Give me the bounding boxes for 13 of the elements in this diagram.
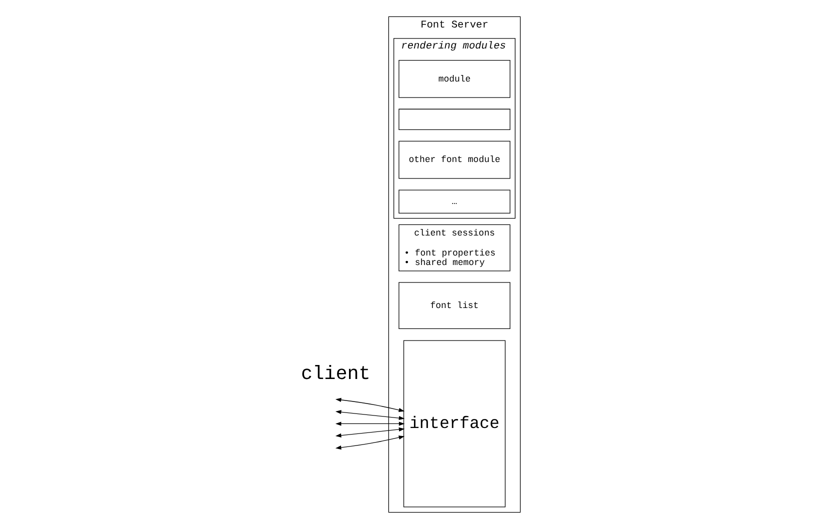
node-box: [398, 108, 510, 130]
node-box: module: [398, 60, 510, 98]
arrow: [335, 398, 405, 412]
arrow: [335, 436, 405, 450]
arrow: [335, 422, 405, 426]
node-box: client sessions • font properties • shared memory: [398, 224, 510, 272]
node-box: …: [398, 190, 510, 214]
arrow: [335, 410, 405, 420]
node-box: font list: [398, 282, 510, 330]
label: client: [301, 363, 370, 386]
node-box: interface: [403, 340, 506, 508]
node-box: other font module: [398, 140, 510, 179]
arrow: [335, 427, 405, 438]
